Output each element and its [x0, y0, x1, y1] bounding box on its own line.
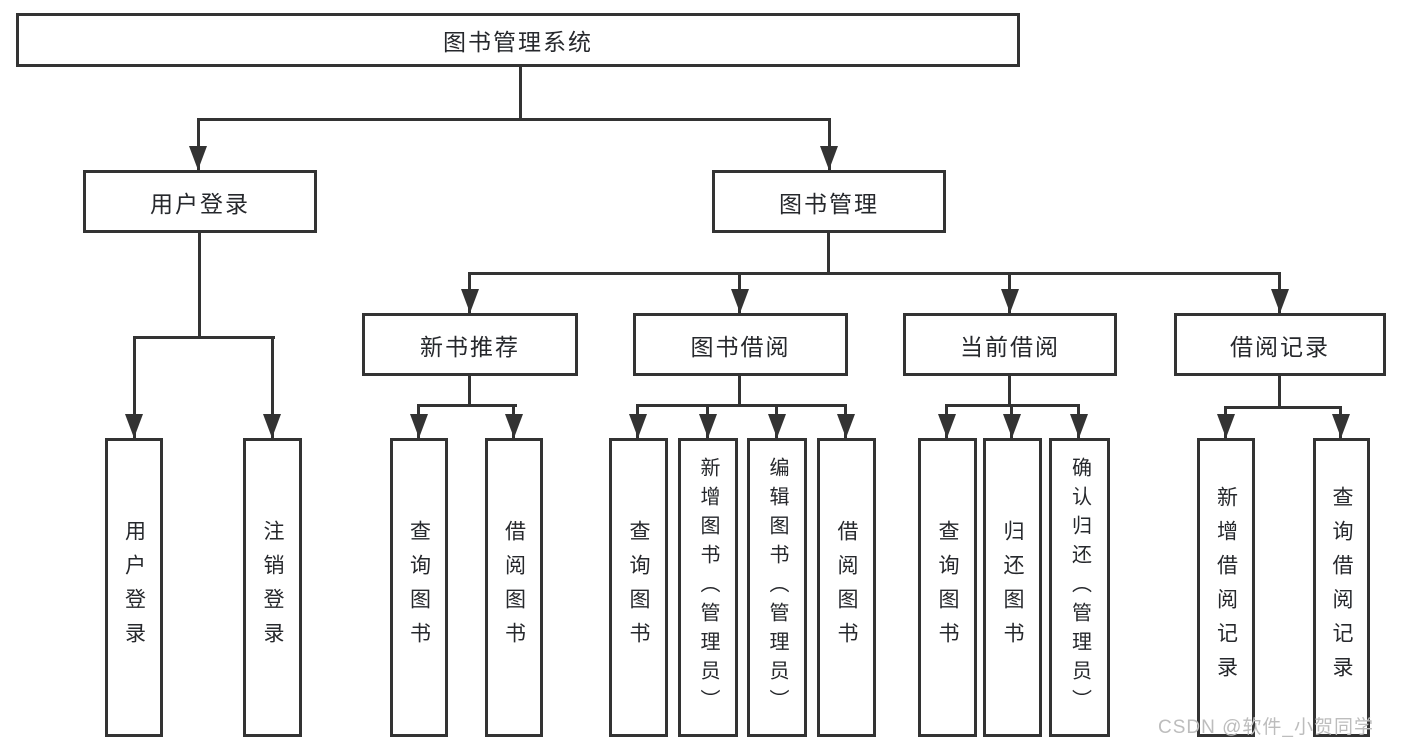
node-current-borrowing: 当前借阅 [903, 313, 1117, 376]
leaf-add-borrow-record: 新增借阅记录 [1197, 438, 1255, 737]
connector-line [468, 376, 471, 407]
connector-line [827, 233, 830, 274]
arrow-down-icon [410, 414, 428, 438]
connector-line [1008, 376, 1011, 407]
node-label: 查询图书 [936, 519, 959, 656]
node-label: 归还图书 [1001, 519, 1024, 656]
node-label: 借阅记录 [1230, 333, 1330, 360]
connector-line [738, 376, 741, 407]
node-label: 借阅图书 [502, 519, 526, 656]
node-label: 注销登录 [261, 519, 284, 656]
arrow-down-icon [820, 146, 838, 170]
connector-line [417, 404, 517, 407]
connector-line [133, 336, 275, 339]
arrow-down-icon [1332, 414, 1350, 438]
leaf-query-borrow-record: 查询借阅记录 [1313, 438, 1370, 737]
leaf-logout: 注销登录 [243, 438, 302, 737]
connector-line [519, 67, 522, 118]
arrow-down-icon [461, 289, 479, 313]
node-label: 当前借阅 [960, 333, 1060, 360]
node-label: 新增图书（管理员） [697, 457, 719, 718]
connector-line [133, 336, 136, 438]
leaf-query-books-borrowing: 查询图书 [609, 438, 668, 737]
arrow-down-icon [263, 414, 281, 438]
leaf-confirm-return-admin: 确认归还（管理员） [1049, 438, 1110, 737]
node-label: 借阅图书 [835, 519, 858, 656]
connector-line [636, 404, 847, 407]
arrow-down-icon [938, 414, 956, 438]
node-label: 新增借阅记录 [1214, 485, 1238, 690]
leaf-edit-books-admin: 编辑图书（管理员） [747, 438, 807, 737]
node-label: 用户登录 [122, 519, 146, 656]
connector-line [1224, 406, 1342, 409]
arrow-down-icon [505, 414, 523, 438]
leaf-query-books-recommend: 查询图书 [390, 438, 448, 737]
node-label: 查询图书 [407, 519, 431, 656]
leaf-user-login: 用户登录 [105, 438, 163, 737]
node-label: 编辑图书（管理员） [766, 457, 788, 718]
arrow-down-icon [1271, 289, 1289, 313]
node-label: 查询借阅记录 [1330, 485, 1353, 690]
arrow-down-icon [1001, 289, 1019, 313]
watermark-text: CSDN @软件_小贺同学 [1158, 717, 1374, 738]
connector-line [468, 272, 1281, 275]
connector-line [197, 118, 831, 121]
connector-line [828, 118, 831, 170]
arrow-down-icon [768, 414, 786, 438]
connector-line [1278, 376, 1281, 408]
leaf-borrow-books-borrowing: 借阅图书 [817, 438, 876, 737]
arrow-down-icon [189, 146, 207, 170]
node-user-login: 用户登录 [83, 170, 317, 233]
connector-line [198, 233, 201, 336]
node-book-borrowing: 图书借阅 [633, 313, 848, 376]
node-label: 新书推荐 [420, 333, 520, 360]
leaf-add-books-admin: 新增图书（管理员） [678, 438, 738, 737]
arrow-down-icon [629, 414, 647, 438]
arrow-down-icon [1217, 414, 1235, 438]
leaf-borrow-books-recommend: 借阅图书 [485, 438, 543, 737]
arrow-down-icon [125, 414, 143, 438]
leaf-return-books: 归还图书 [983, 438, 1042, 737]
node-book-management: 图书管理 [712, 170, 946, 233]
node-label: 用户登录 [150, 190, 250, 217]
node-label: 查询图书 [627, 519, 650, 656]
arrow-down-icon [731, 289, 749, 313]
connector-line [271, 336, 274, 438]
leaf-query-books-current: 查询图书 [918, 438, 977, 737]
node-label: 图书管理 [779, 190, 879, 217]
connector-line [197, 118, 200, 170]
node-label: 确认归还（管理员） [1068, 457, 1091, 718]
node-label: 图书借阅 [690, 333, 791, 360]
node-label: 图书管理系统 [443, 29, 593, 55]
arrow-down-icon [1003, 414, 1021, 438]
arrow-down-icon [837, 414, 855, 438]
node-new-book-recommend: 新书推荐 [362, 313, 578, 376]
node-borrowing-records: 借阅记录 [1174, 313, 1386, 376]
arrow-down-icon [699, 414, 717, 438]
node-root: 图书管理系统 [16, 13, 1020, 67]
arrow-down-icon [1070, 414, 1088, 438]
